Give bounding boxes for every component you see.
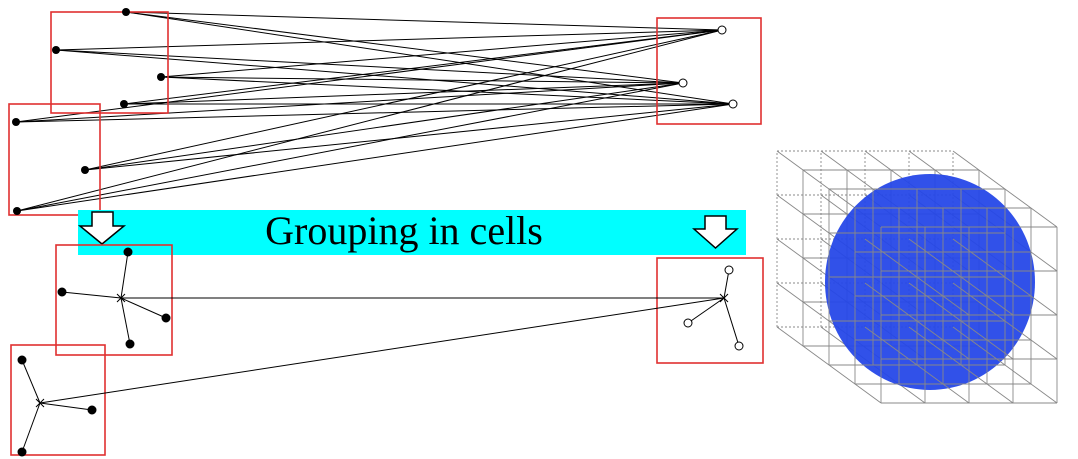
grouped-cells xyxy=(10,244,764,457)
centroid-mark xyxy=(719,293,729,303)
connection-line xyxy=(125,11,684,84)
target-cell-top xyxy=(656,17,762,125)
grid-line xyxy=(952,326,1058,404)
grid-line xyxy=(864,326,970,404)
connection-line xyxy=(125,11,723,31)
source-point xyxy=(161,313,171,323)
target-point xyxy=(728,99,738,109)
source-point xyxy=(17,355,27,365)
member-line xyxy=(120,251,129,299)
grid-line xyxy=(864,238,970,316)
member-line xyxy=(687,297,725,324)
target-point xyxy=(683,318,693,328)
pairwise-connection-lines xyxy=(15,11,734,212)
source-point xyxy=(123,247,133,257)
grouped-cell-lower-left xyxy=(10,344,106,456)
grid-line xyxy=(908,282,1014,360)
member-line xyxy=(21,402,41,453)
target-point xyxy=(678,78,688,88)
down-arrow-icon xyxy=(692,215,739,250)
grid-line xyxy=(908,326,1014,404)
grouping-banner: Grouping in cells xyxy=(77,208,746,255)
connection-line xyxy=(55,29,723,51)
source-cell-upper xyxy=(50,11,169,114)
source-point xyxy=(87,405,97,415)
connection-line xyxy=(16,82,684,212)
connection-line xyxy=(84,82,684,171)
member-line xyxy=(21,359,41,404)
connection-line xyxy=(55,49,684,84)
cell-grid-3d xyxy=(776,150,1058,404)
cell-to-cell-line xyxy=(39,297,725,404)
grouped-cell-right xyxy=(656,257,764,364)
grid-line xyxy=(908,238,1014,316)
connection-line xyxy=(160,29,723,78)
source-point xyxy=(13,207,21,215)
connection-line xyxy=(16,29,723,212)
connection-line xyxy=(84,103,734,171)
bottom-points xyxy=(17,247,744,457)
member-line xyxy=(723,269,730,299)
banner-title: Grouping in cells xyxy=(265,208,543,253)
member-line xyxy=(61,291,122,299)
top-points xyxy=(12,8,738,215)
target-point xyxy=(734,341,744,351)
source-point xyxy=(125,339,135,349)
connection-line xyxy=(15,103,734,123)
member-line xyxy=(120,297,167,319)
grouped-cell-upper-left xyxy=(55,244,173,356)
member-line xyxy=(39,402,93,411)
source-point xyxy=(17,447,27,457)
source-point xyxy=(57,287,67,297)
source-point xyxy=(157,73,165,81)
target-point xyxy=(717,25,727,35)
connection-line xyxy=(84,29,723,171)
connection-line xyxy=(16,103,734,212)
connection-line xyxy=(15,82,684,123)
grid-line xyxy=(864,282,970,360)
connection-line xyxy=(123,82,684,105)
connection-line xyxy=(125,11,734,105)
target-point xyxy=(724,265,734,275)
connection-line xyxy=(160,76,684,84)
down-arrow-icon xyxy=(77,211,127,245)
source-point xyxy=(122,8,130,16)
banner-background xyxy=(78,210,746,255)
source-point xyxy=(52,46,60,54)
centroid-mark xyxy=(116,293,126,303)
source-point xyxy=(120,100,128,108)
cell-centroid-stars xyxy=(21,251,740,453)
top-left-cells xyxy=(8,11,169,216)
member-line xyxy=(120,297,131,345)
grid-line xyxy=(952,238,1058,316)
member-line xyxy=(723,297,740,347)
source-point xyxy=(12,118,20,126)
source-point xyxy=(81,166,89,174)
grid-line xyxy=(952,282,1058,360)
connection-line xyxy=(15,29,723,123)
sphere xyxy=(825,174,1035,390)
source-cell-lower xyxy=(8,103,101,216)
centroid-mark xyxy=(35,398,45,408)
connection-line xyxy=(123,29,723,105)
grid-lines-front xyxy=(828,188,1058,404)
